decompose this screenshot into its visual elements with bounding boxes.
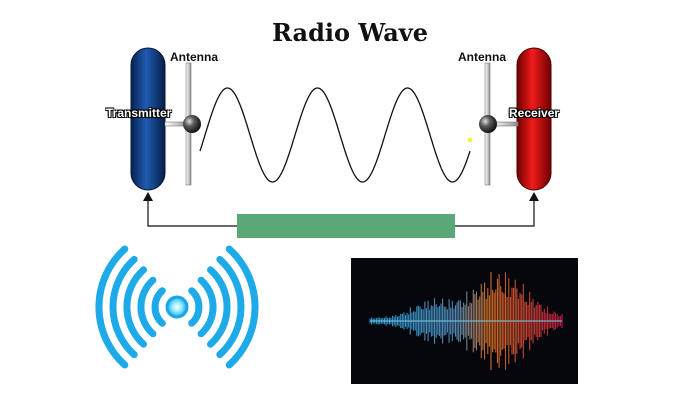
signal-arc-left-3 — [109, 255, 138, 359]
transmitter-unit — [130, 47, 166, 191]
receiver-unit — [516, 47, 552, 191]
transmitter-antenna-label: Antenna — [170, 50, 218, 64]
feedback-line — [147, 198, 237, 227]
signal-arc-right-2 — [207, 266, 231, 348]
arrow-up-left-icon — [143, 192, 153, 201]
signal-arc-right-0 — [188, 287, 203, 327]
link-bar — [237, 214, 455, 238]
transmitter-label: Transmitter — [106, 106, 172, 120]
receiver-antenna-label: Antenna — [458, 50, 506, 64]
feedback-line-right — [455, 198, 535, 227]
transmitter-antenna-ball — [183, 115, 201, 133]
arrow-up-right-icon — [529, 192, 539, 201]
page-title: Radio Wave — [272, 18, 428, 47]
signal-arc-left-1 — [137, 276, 157, 338]
radio-wave-curve — [199, 87, 471, 183]
signal-center-dot — [165, 295, 189, 319]
wireless-signal-icon — [95, 245, 259, 369]
signal-arc-left-0 — [151, 287, 166, 327]
signal-arc-right-3 — [216, 255, 245, 359]
signal-arc-left-2 — [123, 266, 147, 348]
receiver-antenna-ball — [479, 115, 497, 133]
signal-arc-right-4 — [225, 245, 259, 369]
wave-end-spark-icon — [467, 137, 473, 143]
audio-waveform-icon — [369, 272, 563, 370]
signal-arc-right-1 — [197, 276, 217, 338]
signal-arc-left-4 — [95, 245, 129, 369]
receiver-label: Receiver — [509, 106, 560, 120]
